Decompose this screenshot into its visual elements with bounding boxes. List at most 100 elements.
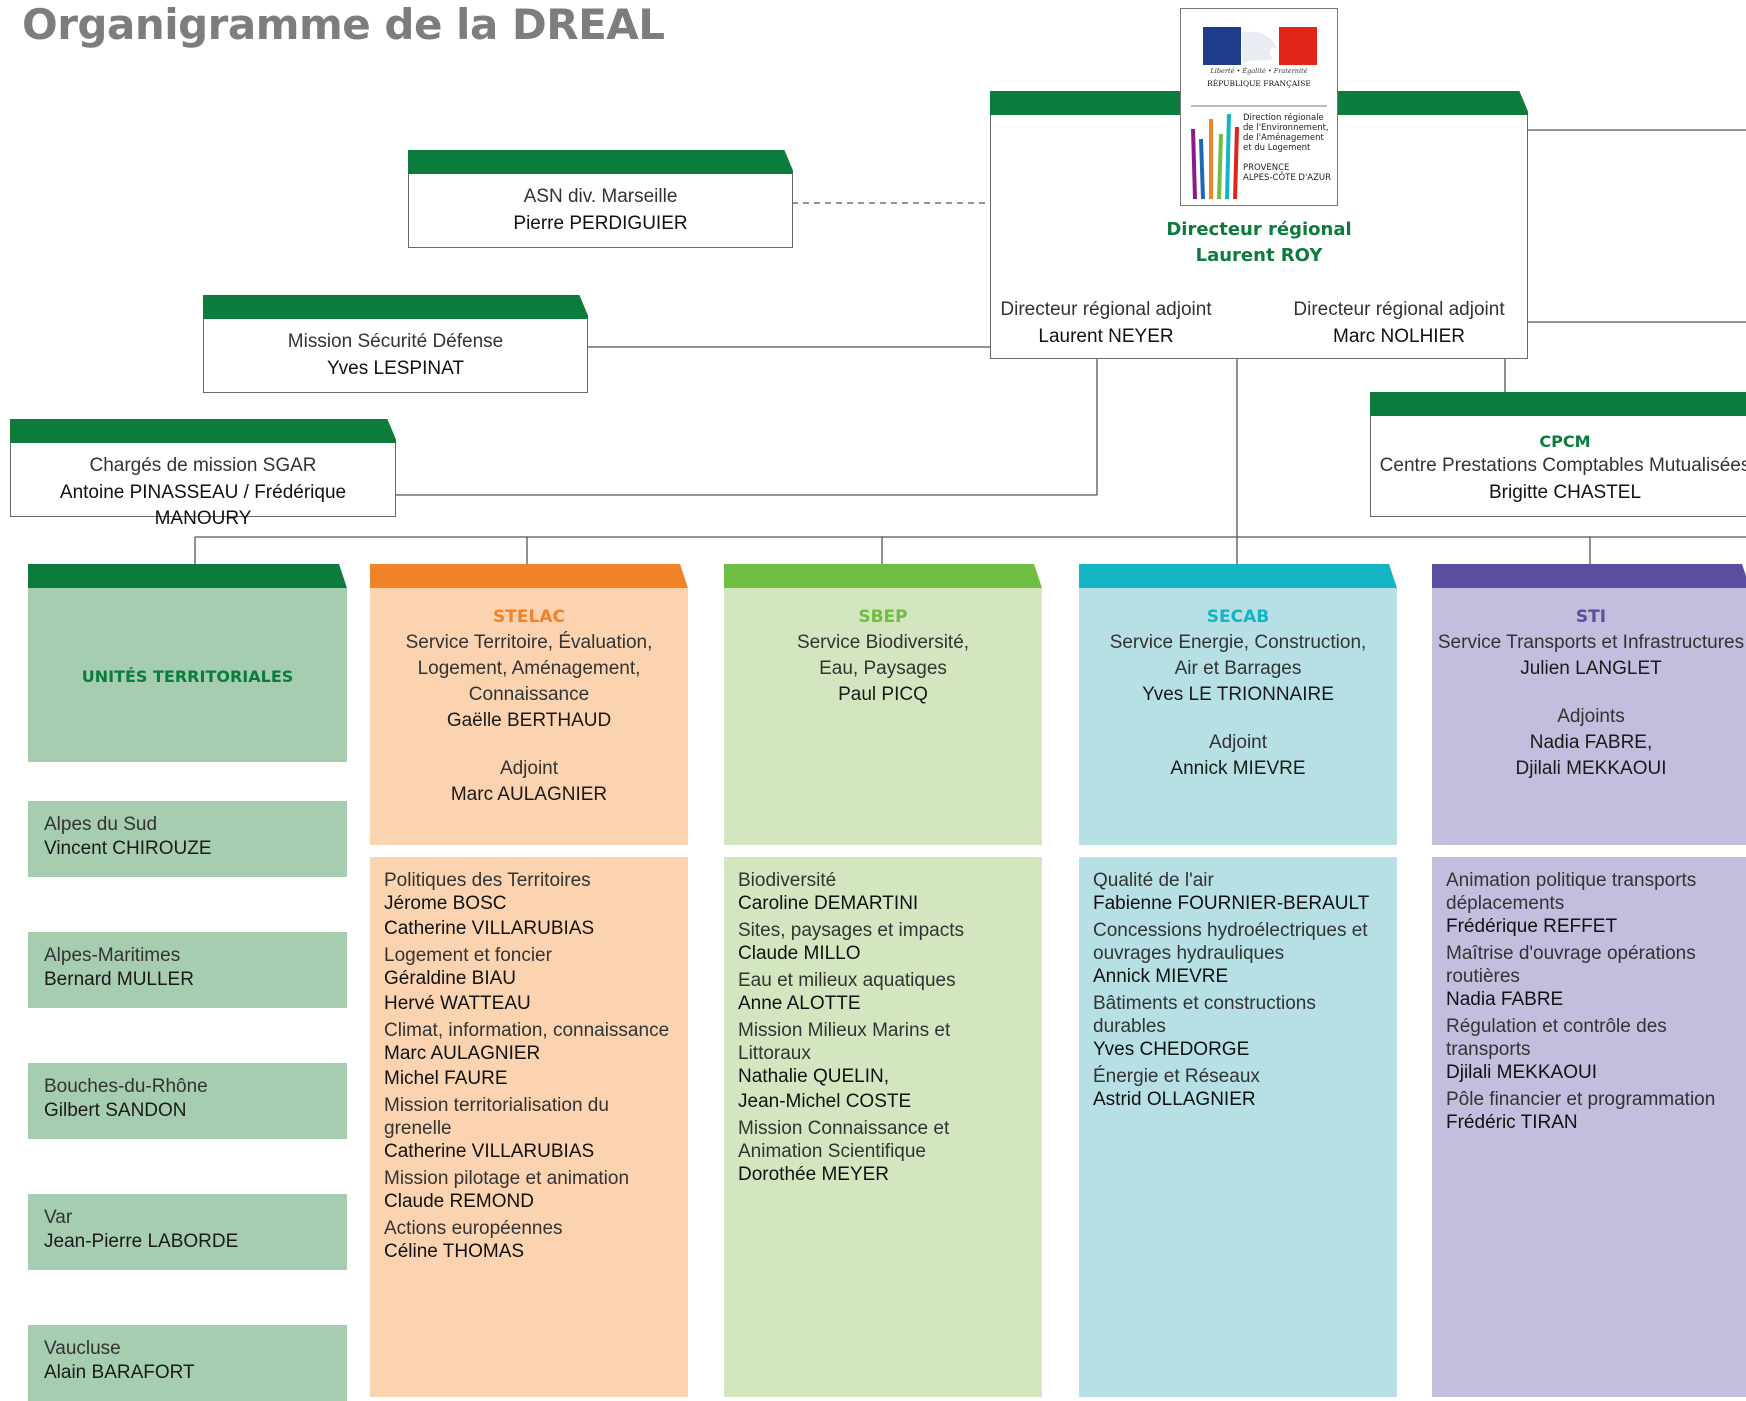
ut-header: UNITÉS TERRITORIALES [28,564,347,762]
secab-header: SECAB Service Energie, Construction, Air e… [1079,564,1397,845]
stelac-adjoint-label: Adjoint [499,758,559,779]
sti-unit-label: Animation politique transports déplaceme… [1446,870,1697,914]
stelac-head-name: Gaëlle BERTHAUD [446,710,612,731]
logo-region-line: PROVENCE [1243,163,1290,173]
sbep-unit-label: Biodiversité [738,870,837,891]
asn-label: ASN div. Marseille [523,186,678,207]
ut-title: UNITÉS TERRITORIALES [81,667,294,686]
sti-unit-name: Djilali MEKKAOUI [1446,1062,1597,1083]
sti-adjoint-name: Djilali MEKKAOUI [1515,758,1667,779]
sti-units-list: Animation politique transports déplaceme… [1432,857,1746,1397]
secab-adjoint-label: Adjoint [1208,732,1268,753]
ut-tab [28,564,347,588]
sti-unit-label: Maîtrise d'ouvrage opérations routières [1446,943,1696,987]
secab-title-line: Service Energie, Construction, [1109,632,1367,653]
stelac-title-line: Service Territoire, Évaluation, [405,632,653,653]
sbep-unit-name: Anne ALOTTE [738,993,861,1014]
stelac-adjoint-name: Marc AULAGNIER [450,784,608,805]
stelac-unit-label: Climat, information, connaissance [384,1020,670,1041]
asn-box: ASN div. Marseille Pierre PERDIGUIER [408,149,794,248]
stelac-header: STELAC Service Territoire, Évaluation, Log… [370,564,688,845]
secab-title-line: Air et Barrages [1174,658,1302,679]
sti-unit-name: Frédéric TIRAN [1446,1112,1578,1133]
stelac-title-line: Connaissance [468,684,590,705]
dreal-logo: Liberté • Égalité • Fraternité RÉPUBLIQU… [1180,8,1338,206]
cpcm-name: Brigitte CHASTEL [1488,482,1642,503]
secab-description: SECAB Service Energie, Construction, Air e… [1079,604,1397,782]
sbep-unit-label: Sites, paysages et impacts [738,920,964,941]
sbep-abbr: SBEP [858,607,908,627]
director-title: Directeur régional [1166,219,1352,240]
sbep-unit-name: Nathalie QUELIN, [738,1066,890,1087]
logo-dreal-line: de l'Environnement, [1243,123,1329,133]
sbep-unit-name: Dorothée MEYER [738,1164,890,1185]
stelac-title-line: Logement, Aménagement, [417,658,641,679]
stelac-unit-label: Logement et foncier [384,945,552,966]
sbep-unit-name: Jean-Michel COSTE [738,1091,912,1112]
secab-head-name: Yves LE TRIONNAIRE [1142,684,1334,705]
ut-item-label: Vaucluse [44,1338,121,1359]
stelac-unit-label: Mission territorialisation du grenelle [384,1095,609,1139]
sbep-unit-name: Claude MILLO [738,943,861,964]
sbep-head-name: Paul PICQ [838,684,928,705]
stelac-unit-name: Michel FAURE [384,1068,508,1089]
stelac-unit-label: Politiques des Territoires [384,870,591,891]
ut-item-label: Alpes du Sud [44,814,158,835]
director-name: Laurent ROY [1195,245,1323,266]
page-title: Organigramme de la DREAL [22,0,665,49]
sti-adjoint-label: Adjoints [1557,706,1625,727]
adjoint-right-label: Directeur régional adjoint [1293,299,1505,320]
adjoint-right-name: Marc NOLHIER [1333,326,1465,347]
ut-item: Alpes du Sud Vincent CHIROUZE [28,801,347,877]
secab-unit-name: Fabienne FOURNIER-BERAULT [1093,893,1370,914]
sgar-tab [10,418,397,443]
msd-name: Yves LESPINAT [327,358,464,379]
sgar-name: Antoine PINASSEAU / Frédérique MANOURY [59,482,347,529]
sti-head-name: Julien LANGLET [1520,658,1662,679]
sbep-title-line: Service Biodiversité, [796,632,970,653]
stelac-tab [370,564,688,588]
secab-tab [1079,564,1397,588]
stelac-unit-name: Catherine VILLARUBIAS [384,1141,595,1162]
logo-dreal-line: et du Logement [1243,143,1311,153]
secab-unit-label: Bâtiments et constructions durables [1093,993,1316,1037]
ut-item: Alpes-Maritimes Bernard MULLER [28,932,347,1008]
sbep-unit-label: Mission Milieux Marins et Littoraux [738,1020,951,1064]
cpcm-tab [1370,392,1746,416]
logo-motto: Liberté • Égalité • Fraternité [1210,67,1308,75]
secab-unit-name: Yves CHEDORGE [1093,1039,1250,1060]
secab-unit-label: Qualité de l'air [1093,870,1214,891]
logo-region-line: ALPES-CÔTE D'AZUR [1243,173,1332,183]
stelac-unit-name: Marc AULAGNIER [384,1043,541,1064]
sbep-title-line: Eau, Paysages [819,658,947,679]
logo-dreal-line: Direction régionale [1243,113,1324,123]
sbep-tab [724,564,1042,588]
ut-item: Var Jean-Pierre LABORDE [28,1194,347,1270]
sgar-label: Chargés de mission SGAR [89,455,317,476]
stelac-unit-label: Actions européennes [384,1218,563,1239]
cpcm-label: Centre Prestations Comptables Mutualisée… [1379,455,1746,476]
stelac-abbr: STELAC [493,607,565,627]
stelac-unit-name: Céline THOMAS [384,1241,525,1262]
sti-adjoint-name: Nadia FABRE, [1529,732,1653,753]
adjoint-left-label: Directeur régional adjoint [1000,299,1212,320]
stelac-description: STELAC Service Territoire, Évaluation, Log… [370,604,688,808]
sti-unit-name: Nadia FABRE [1446,989,1564,1010]
marianne-logo-icon [1191,27,1327,200]
msd-box: Mission Sécurité Défense Yves LESPINAT [203,294,589,393]
secab-abbr: SECAB [1206,607,1270,627]
ut-item-label: Alpes-Maritimes [44,945,181,966]
adjoint-left-name: Laurent NEYER [1038,326,1174,347]
stelac-unit-name: Géraldine BIAU [384,968,517,989]
stelac-unit-name: Hervé WATTEAU [384,993,531,1014]
msd-tab [203,294,589,319]
stelac-unit-label: Mission pilotage et animation [384,1168,630,1189]
secab-unit-label: Énergie et Réseaux [1093,1066,1260,1087]
ut-item-name: Jean-Pierre LABORDE [44,1231,239,1252]
sti-unit-label: Pôle financier et programmation [1446,1089,1716,1110]
cpcm-box: CPCM Centre Prestations Comptables Mutua… [1370,392,1746,517]
